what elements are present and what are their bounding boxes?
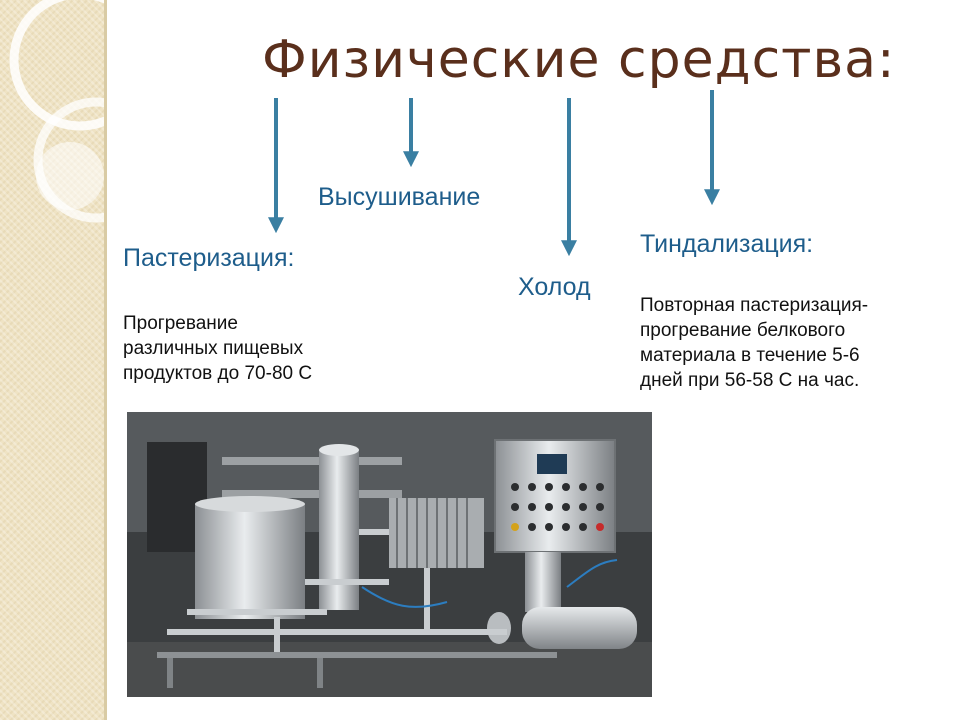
decorative-sidebar bbox=[0, 0, 159, 720]
tyndallization-description: Повторная пастеризация- прогревание белк… bbox=[640, 295, 869, 391]
cold-label: Холод bbox=[518, 273, 591, 301]
equipment-photo bbox=[127, 412, 652, 697]
sidebar-divider bbox=[104, 0, 107, 720]
pasteurization-label: Пастеризация: bbox=[123, 244, 295, 272]
tyndallization-label: Тиндализация: bbox=[640, 230, 814, 258]
pasteurization-description: Прогревание различных пищевых продуктов … bbox=[123, 313, 313, 384]
drying-label: Высушивание bbox=[318, 183, 481, 211]
slide-title: Физические средства: bbox=[262, 30, 896, 90]
